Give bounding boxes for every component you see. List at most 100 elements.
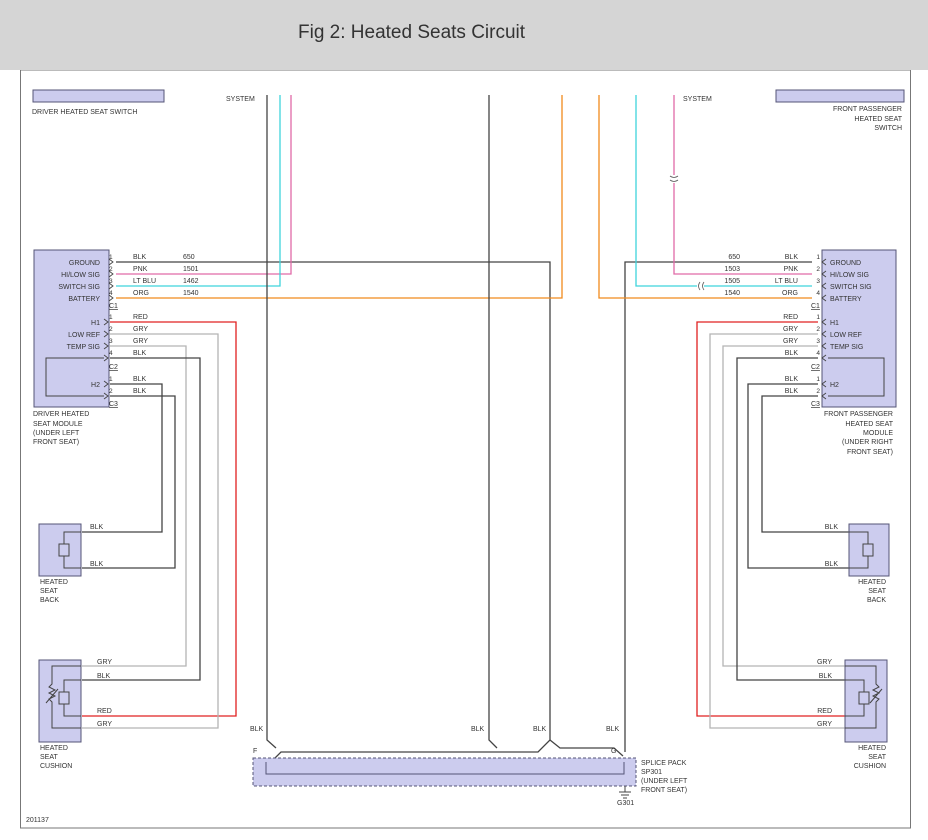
- pass-cushion-label-2: SEAT: [868, 754, 886, 761]
- driver-c3-wire1: BLK: [133, 376, 147, 383]
- driver-cushion-wire2: BLK: [97, 673, 111, 680]
- driver-c2-pin3: 3: [109, 338, 113, 345]
- pass-pin-h1: H1: [830, 320, 839, 327]
- driver-c2-chevrons: [103, 318, 109, 362]
- pass-wire3-color: LT BLU: [775, 278, 798, 285]
- driver-pin-h1: H1: [91, 320, 100, 327]
- figure-id: 201137: [26, 817, 49, 824]
- pass-conn-c2: C2: [811, 364, 820, 371]
- pass-pin-lowref: LOW REF: [830, 332, 862, 339]
- wire-pass-tempsig-gry: [722, 345, 845, 667]
- wire-pass-c3-2: [761, 395, 850, 533]
- pass-c1-chevrons: [821, 258, 827, 302]
- driver-c2-pin4: 4: [109, 350, 113, 357]
- wire-driver-c3-1: [82, 383, 163, 533]
- wire-blk-trunk-left: [266, 95, 277, 749]
- splice-pin-f: F: [253, 748, 257, 755]
- passenger-module-label-3: MODULE: [863, 430, 893, 437]
- pass-c1-pin1: 1: [816, 254, 820, 261]
- passenger-seat-back-box: [848, 523, 890, 577]
- ground-symbol: [619, 786, 631, 799]
- wire-pass-org: [598, 95, 812, 299]
- driver-cushion-label-3: CUSHION: [40, 763, 72, 770]
- passenger-module-label-4: (UNDER RIGHT: [842, 439, 894, 446]
- driver-wire3-circuit: 1462: [183, 278, 199, 285]
- header-bar: Fig 2: Heated Seats Circuit: [0, 0, 928, 70]
- passenger-switch-label-1: FRONT PASSENGER: [833, 106, 902, 113]
- driver-c3-wire2: BLK: [133, 388, 147, 395]
- wire-pass-pnk: [673, 183, 812, 275]
- page-title: Fig 2: Heated Seats Circuit: [298, 22, 526, 43]
- driver-pin-h2: H2: [91, 382, 100, 389]
- passenger-module-label-1: FRONT PASSENGER: [824, 411, 893, 418]
- driver-seat-back-box: [38, 523, 82, 577]
- wire-driver-tempsig-gry: [82, 345, 187, 667]
- system-label-right: SYSTEM: [683, 96, 712, 103]
- pass-cushion-wire2: BLK: [819, 673, 833, 680]
- pass-pin-tempsig: TEMP SIG: [830, 344, 863, 351]
- bottom-wire-blk-4: BLK: [606, 726, 620, 733]
- wire-pass-lowref-gry: [709, 333, 845, 729]
- passenger-module-label-2: HEATED SEAT: [845, 421, 893, 428]
- driver-cushion-label-1: HEATED: [40, 745, 68, 752]
- driver-pin-lowref: LOW REF: [68, 332, 100, 339]
- driver-back-label-2: SEAT: [40, 588, 58, 595]
- pass-wire1-color: BLK: [785, 254, 799, 261]
- driver-back-label-3: BACK: [40, 597, 59, 604]
- splice-pack-bus: [265, 762, 625, 775]
- pass-c3-chevrons: [821, 380, 827, 400]
- driver-c3-pin2: 2: [109, 388, 113, 395]
- pass-c2-pin3: 3: [816, 338, 820, 345]
- pass-back-wire2: BLK: [825, 561, 839, 568]
- splice-label-1: SPLICE PACK: [641, 760, 687, 767]
- pass-cushion-label-3: CUSHION: [854, 763, 886, 770]
- system-label-left: SYSTEM: [226, 96, 255, 103]
- wiring-diagram: GROUND HI/LOW SIG SWITCH SIG BATTERY H1 …: [20, 70, 911, 829]
- driver-pin-hilow: HI/LOW SIG: [61, 272, 100, 279]
- driver-cushion-wire1: GRY: [97, 659, 112, 666]
- ground-label: G301: [617, 800, 634, 807]
- driver-wire1-circuit: 650: [183, 254, 195, 261]
- pass-c1-pin2: 2: [816, 266, 820, 273]
- wire-pass-blk-c2: [736, 357, 845, 681]
- pass-c1-pin4: 4: [816, 290, 820, 297]
- driver-wire3-color: LT BLU: [133, 278, 156, 285]
- passenger-seat-back-heater-icon: [849, 531, 874, 569]
- driver-seat-cushion-heater-icon: [45, 665, 81, 729]
- driver-c1-pin3: 3: [109, 278, 113, 285]
- driver-pin-tempsig: TEMP SIG: [67, 344, 100, 351]
- pass-wire4-color: ORG: [782, 290, 798, 297]
- pass-back-label-2: SEAT: [868, 588, 886, 595]
- driver-c1-pin1: 1: [109, 254, 113, 261]
- pass-c2-wire1: RED: [783, 314, 798, 321]
- passenger-seat-cushion-heater-icon: [845, 665, 883, 729]
- pass-back-label-1: HEATED: [858, 579, 886, 586]
- bottom-wire-blk-3: BLK: [533, 726, 547, 733]
- driver-c2-wire3: GRY: [133, 338, 148, 345]
- splice-label-4: FRONT SEAT): [641, 787, 687, 794]
- bottom-wire-blk-1: BLK: [250, 726, 264, 733]
- driver-wire4-color: ORG: [133, 290, 149, 297]
- pass-c2-wire2: GRY: [783, 326, 798, 333]
- pass-back-label-3: BACK: [867, 597, 886, 604]
- wire-driver-c3-2: [82, 395, 176, 569]
- pass-cushion-label-1: HEATED: [858, 745, 886, 752]
- pass-wire4-circuit: 1540: [724, 290, 740, 297]
- wire-driver-h1-red: [82, 321, 237, 717]
- passenger-module-label-5: FRONT SEAT): [847, 449, 893, 456]
- pass-conn-c3: C3: [811, 401, 820, 408]
- driver-wire1-color: BLK: [133, 254, 147, 261]
- passenger-switch-label-3: SWITCH: [874, 125, 902, 132]
- pass-c1-pin3: 3: [816, 278, 820, 285]
- driver-module-label-3: (UNDER LEFT: [33, 430, 80, 437]
- driver-back-label-1: HEATED: [40, 579, 68, 586]
- pass-wire2-circuit: 1503: [724, 266, 740, 273]
- pass-pin-h2: H2: [830, 382, 839, 389]
- wire-driver-lowref-gry: [82, 333, 219, 729]
- driver-wire2-circuit: 1501: [183, 266, 199, 273]
- driver-wire2-color: PNK: [133, 266, 148, 273]
- driver-c1-pin4: 4: [109, 290, 113, 297]
- driver-conn-c3: C3: [109, 401, 118, 408]
- splice-label-2: SP301: [641, 769, 662, 776]
- pass-c3-pin2: 2: [816, 388, 820, 395]
